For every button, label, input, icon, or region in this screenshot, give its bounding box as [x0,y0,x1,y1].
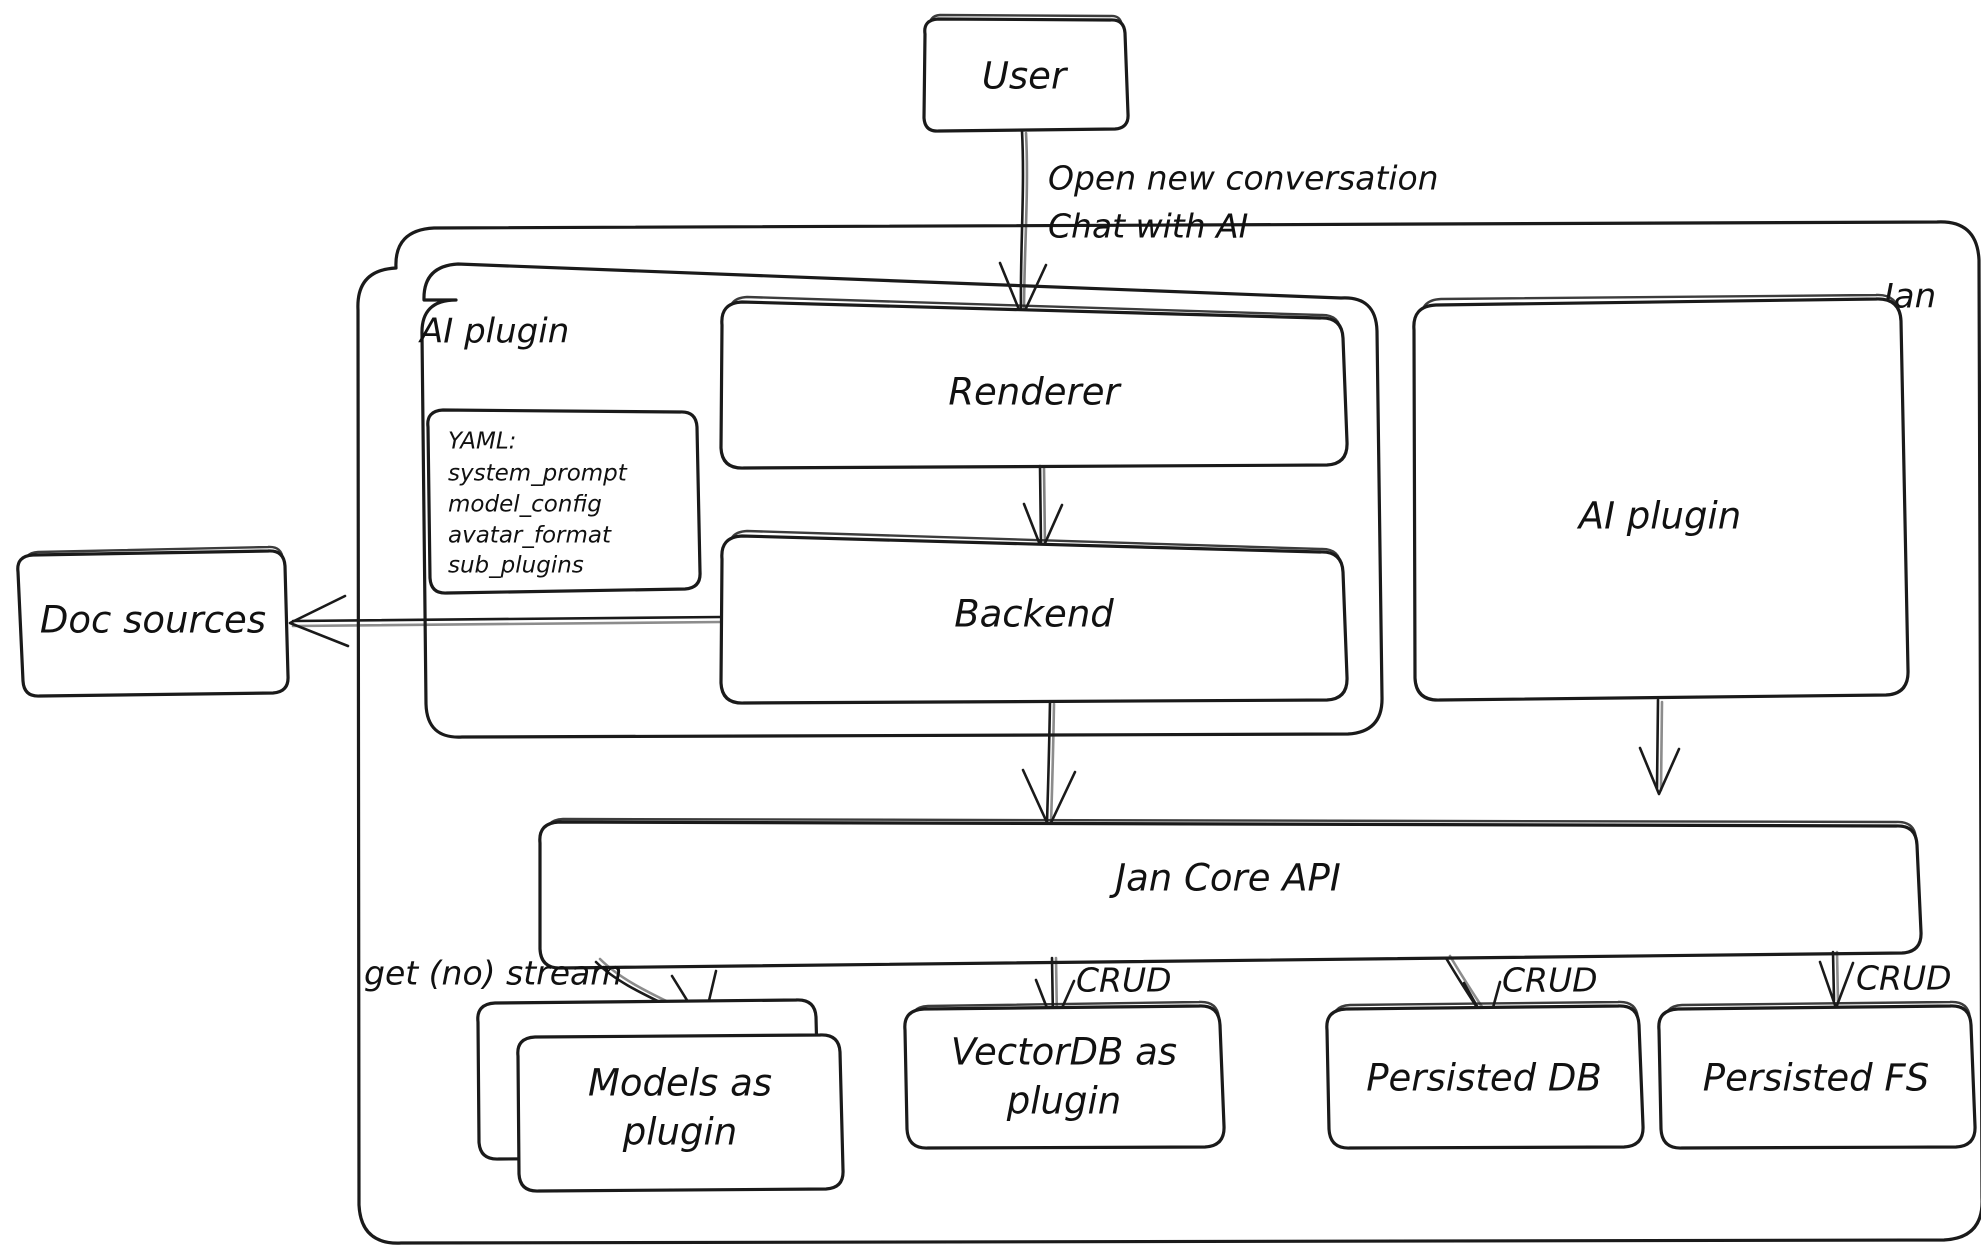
node-user-label: User [982,55,1069,98]
node-backend-label: Backend [954,593,1114,636]
edge-core-api-to-vectordb: CRUD [1034,956,1172,1028]
yaml-item-sub-plugins: sub_plugins [448,553,584,579]
node-models-as-plugin-label-line2: plugin [622,1111,737,1154]
node-persisted-fs-label: Persisted FS [1703,1057,1929,1100]
yaml-item-system-prompt: system_prompt [448,461,628,487]
edge-user-to-renderer-label-line1: Open new conversation [1048,159,1439,198]
node-vectordb-as-plugin-label-line2: plugin [1006,1080,1121,1123]
node-backend[interactable]: Backend [719,529,1349,705]
node-models-as-plugin[interactable]: Models as plugin [476,998,845,1193]
node-jan-core-api[interactable]: Jan Core API [538,817,1923,970]
node-models-as-plugin-label-line1: Models as [588,1062,772,1105]
edge-backend-to-core-api [1021,700,1077,829]
edge-backend-to-doc-sources [288,594,723,648]
edge-core-api-to-persisted-fs: CRUD [1818,950,1952,1010]
edge-core-api-to-models-label: get (no) stream [364,954,622,993]
node-ai-plugin[interactable]: AI plugin [1412,293,1910,702]
node-renderer-label: Renderer [948,371,1122,414]
edge-core-api-to-persisted-db-label: CRUD [1502,961,1598,1000]
node-persisted-db-label: Persisted DB [1366,1057,1602,1100]
yaml-item-model-config: model_config [448,492,602,518]
edge-core-api-to-persisted-db: CRUD [1444,954,1598,1028]
edge-core-api-to-models: get (no) stream [364,954,718,1028]
node-yaml-config[interactable]: YAML: system_prompt model_config avatar_… [426,408,702,595]
node-vectordb-as-plugin-label-line1: VectorDB as [951,1031,1177,1074]
edge-core-api-to-persisted-fs-label: CRUD [1856,959,1952,998]
yaml-header: YAML: [448,429,516,455]
node-user[interactable]: User [922,13,1130,133]
node-persisted-fs[interactable]: Persisted FS [1657,1000,1977,1150]
edge-core-api-to-vectordb-label: CRUD [1076,961,1172,1000]
ai-plugin-group-label: AI plugin [418,312,569,352]
node-jan-core-api-label: Jan Core API [1108,857,1341,900]
node-persisted-db[interactable]: Persisted DB [1325,1000,1645,1150]
node-doc-sources[interactable]: Doc sources [16,545,290,698]
edge-ai-plugin-to-core-api [1638,698,1681,796]
node-doc-sources-label: Doc sources [40,599,266,642]
edge-user-to-renderer: Open new conversation Chat with AI [998,129,1439,319]
node-vectordb-as-plugin[interactable]: VectorDB as plugin [903,1000,1226,1150]
group-ai-plugin: AI plugin [418,262,1384,739]
yaml-item-avatar-format: avatar_format [448,523,612,549]
edge-user-to-renderer-label-line2: Chat with AI [1048,207,1248,246]
node-ai-plugin-label: AI plugin [1577,495,1741,538]
edge-renderer-to-backend [1022,464,1064,552]
node-renderer[interactable]: Renderer [719,295,1349,470]
